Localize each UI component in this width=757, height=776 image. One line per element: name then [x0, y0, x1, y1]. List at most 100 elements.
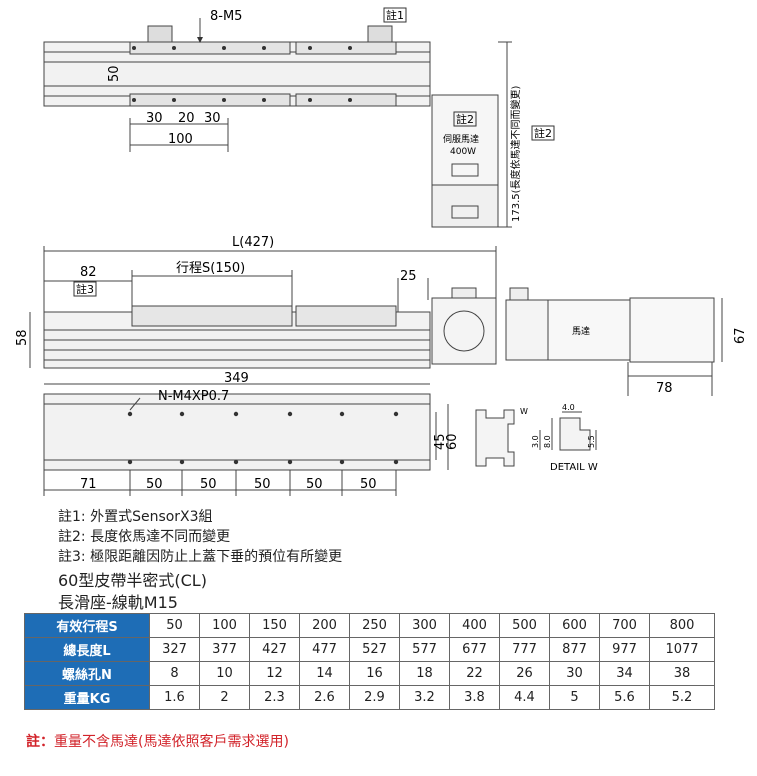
table-cell: 22	[449, 661, 500, 686]
table-cell: 26	[499, 661, 550, 686]
table-cell: 2.6	[299, 685, 350, 710]
front-dim-58: 58	[15, 329, 30, 346]
table-cell: 10	[199, 661, 250, 686]
table-cell: 8	[149, 661, 200, 686]
table-cell: 527	[349, 637, 400, 662]
note2-tag-side: 註2	[531, 125, 555, 141]
table-row: 螺絲孔N 8 10 12 14 16 18 22 26 30 34 38	[24, 661, 715, 686]
motor-label-line2: 400W	[450, 147, 476, 157]
table-cell: 12	[249, 661, 300, 686]
row-header: 總長度L	[24, 637, 150, 662]
top-dim-30b: 30	[204, 111, 221, 126]
table-cell: 800	[649, 613, 715, 638]
table-row: 有效行程S 50 100 150 200 250 300 400 500 600…	[24, 613, 715, 638]
front-dim-78: 78	[656, 381, 673, 396]
bottom-view	[43, 383, 449, 496]
table-cell: 3.8	[449, 685, 500, 710]
row-header: 重量KG	[24, 685, 150, 710]
table-cell: 300	[399, 613, 450, 638]
table-cell: 427	[249, 637, 300, 662]
table-cell: 477	[299, 637, 350, 662]
top-dim-20: 20	[178, 111, 195, 126]
table-cell: 2.9	[349, 685, 400, 710]
table-cell: 16	[349, 661, 400, 686]
bottom-dim-71: 71	[80, 477, 97, 492]
top-dim-30a: 30	[146, 111, 163, 126]
table-cell: 5.6	[599, 685, 650, 710]
bottom-dim-pitch-3: 50	[254, 477, 271, 492]
table-cell: 327	[149, 637, 200, 662]
top-dim-50: 50	[107, 65, 122, 82]
spec-table: 有效行程S 50 100 150 200 250 300 400 500 600…	[24, 613, 715, 710]
top-dim-100: 100	[168, 132, 193, 147]
table-cell: 5.2	[649, 685, 715, 710]
table-cell: 30	[549, 661, 600, 686]
table-cell: 250	[349, 613, 400, 638]
table-cell: 50	[149, 613, 200, 638]
front-dim-67: 67	[733, 327, 748, 344]
table-cell: 2	[199, 685, 250, 710]
detail-dim-80: 8.0	[543, 435, 552, 448]
front-dim-25: 25	[400, 269, 417, 284]
table-cell: 500	[499, 613, 550, 638]
table-cell: 577	[399, 637, 450, 662]
bottom-dim-60: 60	[445, 433, 460, 450]
table-row: 重量KG 1.6 2 2.3 2.6 2.9 3.2 3.8 4.4 5 5.6…	[24, 685, 715, 710]
table-cell: 4.4	[499, 685, 550, 710]
note-3: 註3: 極限距離因防止上蓋下垂的預位有所變更	[58, 549, 343, 565]
note1-tag-text: 註1	[386, 9, 404, 22]
product-subtitle: 長滑座-線軌M15	[58, 593, 178, 612]
detail-label: DETAIL W	[550, 462, 598, 473]
note3-tag-text: 註3	[76, 283, 94, 296]
front-view	[29, 246, 723, 396]
bottom-dim-pitch-5: 50	[360, 477, 377, 492]
table-cell: 677	[449, 637, 500, 662]
table-cell: 700	[599, 613, 650, 638]
bottom-dim-pitch-1: 50	[146, 477, 163, 492]
technical-drawing: 8-M5 註1 50 30 20 30 100 註2 伺服馬達 400W 173…	[15, 7, 748, 496]
table-cell: 100	[199, 613, 250, 638]
table-cell: 3.2	[399, 685, 450, 710]
table-cell: 14	[299, 661, 350, 686]
row-header: 螺絲孔N	[24, 661, 150, 686]
front-dim-82: 82	[80, 265, 97, 280]
table-cell: 150	[249, 613, 300, 638]
bottom-dim-pitch-4: 50	[306, 477, 323, 492]
footnote: 註：重量不含馬達(馬達依照客戶需求選用)	[26, 731, 289, 751]
note2-tag-side-text: 註2	[534, 127, 552, 140]
note-1: 註1: 外置式SensorX3組	[58, 509, 213, 525]
note1-tag: 註1	[383, 7, 407, 23]
top-hole-label: 8-M5	[210, 9, 242, 24]
table-cell: 877	[549, 637, 600, 662]
table-cell: 5	[549, 685, 600, 710]
table-cell: 377	[199, 637, 250, 662]
table-cell: 1077	[649, 637, 715, 662]
top-dim-173: 173.5(長度依馬達不同而變更)	[509, 85, 522, 222]
table-cell: 18	[399, 661, 450, 686]
table-cell: 977	[599, 637, 650, 662]
footnote-text: 重量不含馬達(馬達依照客戶需求選用)	[54, 734, 289, 750]
note2-tag-motor: 註2	[453, 111, 477, 127]
bottom-dim-pitch-2: 50	[200, 477, 217, 492]
table-cell: 400	[449, 613, 500, 638]
table-cell: 200	[299, 613, 350, 638]
detail-dim-w: W	[520, 407, 528, 416]
detail-dim-55: 5.5	[587, 435, 596, 448]
table-cell: 38	[649, 661, 715, 686]
table-cell: 600	[549, 613, 600, 638]
table-cell: 2.3	[249, 685, 300, 710]
note2-tag-motor-text: 註2	[456, 113, 474, 126]
front-dim-L: L(427)	[232, 235, 274, 250]
table-cell: 777	[499, 637, 550, 662]
bottom-dim-45: 45	[433, 433, 448, 450]
bottom-hole-label: N-M4XP0.7	[158, 389, 229, 404]
bottom-dim-349: 349	[224, 371, 249, 386]
note3-tag: 註3	[73, 281, 97, 297]
note-2: 註2: 長度依馬達不同而變更	[58, 529, 231, 545]
footnote-prefix: 註：	[26, 734, 54, 750]
front-dim-stroke: 行程S(150)	[176, 261, 245, 276]
table-cell: 34	[599, 661, 650, 686]
detail-dim-30: 3.0	[531, 435, 540, 448]
product-title: 60型皮帶半密式(CL)	[58, 571, 207, 590]
motor-label-line1: 伺服馬達	[443, 133, 479, 145]
